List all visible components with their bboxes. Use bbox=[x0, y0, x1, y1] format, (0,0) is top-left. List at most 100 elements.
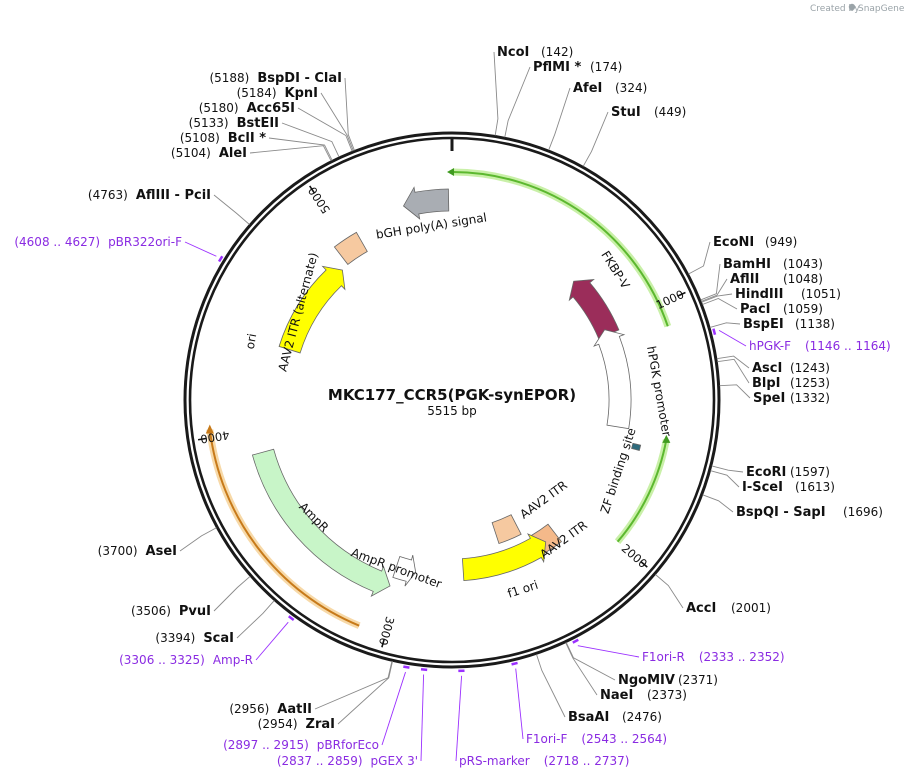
primer-pgex-3[interactable]: pGEX 3'(2837 .. 2859) bbox=[277, 667, 428, 768]
site-name: BamHI bbox=[723, 257, 771, 272]
primer-name: F1ori-R bbox=[642, 650, 685, 664]
site-leader bbox=[565, 642, 598, 696]
primer-pbrforeco[interactable]: pBRforEco(2897 .. 2915) bbox=[223, 665, 410, 752]
feature-ampr[interactable] bbox=[251, 448, 391, 597]
site-asei[interactable]: AseI(3700) bbox=[98, 527, 217, 559]
feature-fkbp-v[interactable] bbox=[568, 278, 620, 339]
site-scai[interactable]: ScaI (3394) bbox=[155, 600, 275, 646]
site-name: AccI bbox=[686, 601, 716, 616]
sites-layer: NcoI(142)PflMI * (174) AfeI (324) StuI(449) E… bbox=[88, 45, 883, 732]
feature-ampr-promoter[interactable] bbox=[392, 555, 417, 587]
site-acc65i[interactable]: Acc65I(5180) bbox=[199, 101, 353, 152]
site-name: ScaI bbox=[203, 631, 234, 646]
site-spei[interactable]: SpeI(1332) bbox=[719, 384, 830, 406]
site-bsteii[interactable]: BstEII(5133) bbox=[189, 116, 340, 158]
highlight-arrow-icon bbox=[447, 168, 455, 177]
highlight-band bbox=[616, 439, 668, 543]
feature-aav2-itr[interactable] bbox=[491, 514, 522, 545]
site-leader bbox=[717, 358, 750, 384]
site-bspei[interactable]: BspEI(1138) bbox=[709, 317, 835, 332]
site-position: (5188) bbox=[209, 71, 249, 85]
site-pflmi[interactable]: PflMI * (174) bbox=[504, 60, 623, 138]
site-position: (1138) bbox=[795, 317, 835, 331]
plasmid-length: 5515 bp bbox=[427, 404, 477, 418]
site-position: (1051) bbox=[801, 287, 841, 301]
site-position: (174) bbox=[590, 60, 622, 74]
site-ecori[interactable]: EcoRI(1597) bbox=[711, 465, 830, 480]
feature-label-ori: ori bbox=[243, 332, 259, 350]
tick-label: 3000 bbox=[376, 615, 397, 647]
site-position: (324) bbox=[615, 81, 647, 95]
primer-f1ori-r[interactable]: F1ori-R(2333 .. 2352) bbox=[572, 638, 785, 664]
tick-mark bbox=[677, 291, 686, 297]
highlight-band bbox=[208, 429, 360, 627]
primer-prs-marker[interactable]: pRS-marker(2718 .. 2737) bbox=[455, 669, 629, 768]
site-aflii[interactable]: AflII(1048) bbox=[701, 272, 823, 302]
site-position: (449) bbox=[654, 105, 686, 119]
feature-zf-binding-site[interactable] bbox=[631, 442, 642, 452]
site-hindiii[interactable]: HindIII(1051) bbox=[701, 287, 841, 303]
site-bsaai[interactable]: BsaAI(2476) bbox=[536, 654, 662, 725]
highlight-band bbox=[452, 171, 669, 327]
site-econi[interactable]: EcoNI(949) bbox=[688, 235, 798, 275]
primer-hpgk-f[interactable]: hPGK-F(1146 .. 1164) bbox=[712, 328, 891, 353]
feature-hpgk-promoter[interactable] bbox=[593, 329, 632, 430]
site-leader bbox=[688, 241, 711, 275]
site-bcli[interactable]: BclI *(5108) bbox=[180, 131, 333, 161]
primer-name: pBR322ori-F bbox=[108, 235, 182, 249]
site-naei[interactable]: NaeI(2373) bbox=[565, 642, 687, 703]
primer-f1ori-f[interactable]: F1ori-F(2543 .. 2564) bbox=[511, 661, 668, 746]
site-stui[interactable]: StuI(449) bbox=[582, 105, 686, 167]
site-position: (2476) bbox=[622, 710, 662, 724]
site-i-scei[interactable]: I-SceI(1613) bbox=[710, 470, 835, 495]
site-leader bbox=[709, 322, 741, 328]
site-zrai[interactable]: ZraI(2954) bbox=[258, 661, 393, 732]
site-leader bbox=[582, 111, 609, 167]
site-afliii-pcii[interactable]: AflIII - PciI(4763) bbox=[88, 188, 250, 225]
site-leader bbox=[702, 494, 734, 513]
site-name: NgoMIV bbox=[618, 673, 675, 688]
site-blpi[interactable]: BlpI(1253) bbox=[717, 358, 830, 391]
site-position: (1696) bbox=[843, 505, 883, 519]
site-afei[interactable]: AfeI (324) bbox=[548, 81, 648, 151]
tick-mark bbox=[197, 437, 207, 441]
primer-amp-r[interactable]: Amp-R(3306 .. 3325) bbox=[119, 615, 295, 667]
site-alei[interactable]: AleI(5104) bbox=[171, 145, 332, 162]
site-name: PflMI * bbox=[533, 60, 581, 75]
site-bamhi[interactable]: BamHI(1043) bbox=[700, 257, 823, 301]
site-position: (1253) bbox=[790, 376, 830, 390]
backbone-outer-ring bbox=[183, 131, 721, 669]
site-asci[interactable]: AscI(1243) bbox=[716, 355, 830, 376]
site-position: (1059) bbox=[783, 302, 823, 316]
primer-position: (2837 .. 2859) bbox=[277, 754, 363, 768]
site-name: BspQI - SapI bbox=[736, 505, 826, 520]
site-ncoi[interactable]: NcoI(142) bbox=[493, 45, 573, 136]
site-leader bbox=[701, 293, 733, 303]
site-name: AatII bbox=[277, 702, 312, 717]
site-name: AfeI bbox=[573, 81, 602, 96]
site-ngomiv[interactable]: NgoMIV(2371) bbox=[565, 642, 718, 688]
feature-aav2-itr-alternate[interactable] bbox=[333, 231, 368, 265]
site-leader bbox=[700, 263, 721, 301]
site-name: AflIII - PciI bbox=[136, 188, 211, 203]
primer-mark bbox=[511, 661, 518, 666]
site-aatii[interactable]: AatII(2956) bbox=[229, 661, 393, 717]
site-bspdi-clai[interactable]: BspDI - ClaI(5188) bbox=[209, 71, 355, 151]
tick-label: 1000 bbox=[654, 287, 686, 312]
site-paci[interactable]: PacI(1059) bbox=[702, 297, 823, 317]
primer-pbr322ori-f[interactable]: pBR322ori-F(4608 .. 4627) bbox=[14, 235, 224, 263]
feature-f1-ori[interactable] bbox=[461, 533, 547, 582]
site-pvui[interactable]: PvuI(3506) bbox=[131, 575, 251, 619]
site-leader bbox=[565, 642, 616, 681]
site-name: PvuI bbox=[179, 604, 211, 619]
site-kpni[interactable]: KpnI(5184) bbox=[237, 86, 354, 151]
site-acci[interactable]: AccI(2001) bbox=[655, 574, 771, 616]
site-position: (2373) bbox=[647, 688, 687, 702]
site-bspqi-sapi[interactable]: BspQI - SapI (1696) bbox=[702, 494, 883, 520]
site-position: (3394) bbox=[155, 631, 195, 645]
primer-position: (2543 .. 2564) bbox=[581, 732, 667, 746]
feature-bgh-poly-a-signal[interactable] bbox=[402, 186, 450, 220]
feature-ori[interactable] bbox=[278, 265, 346, 354]
site-leader bbox=[213, 575, 251, 612]
site-name: AscI bbox=[752, 361, 782, 376]
